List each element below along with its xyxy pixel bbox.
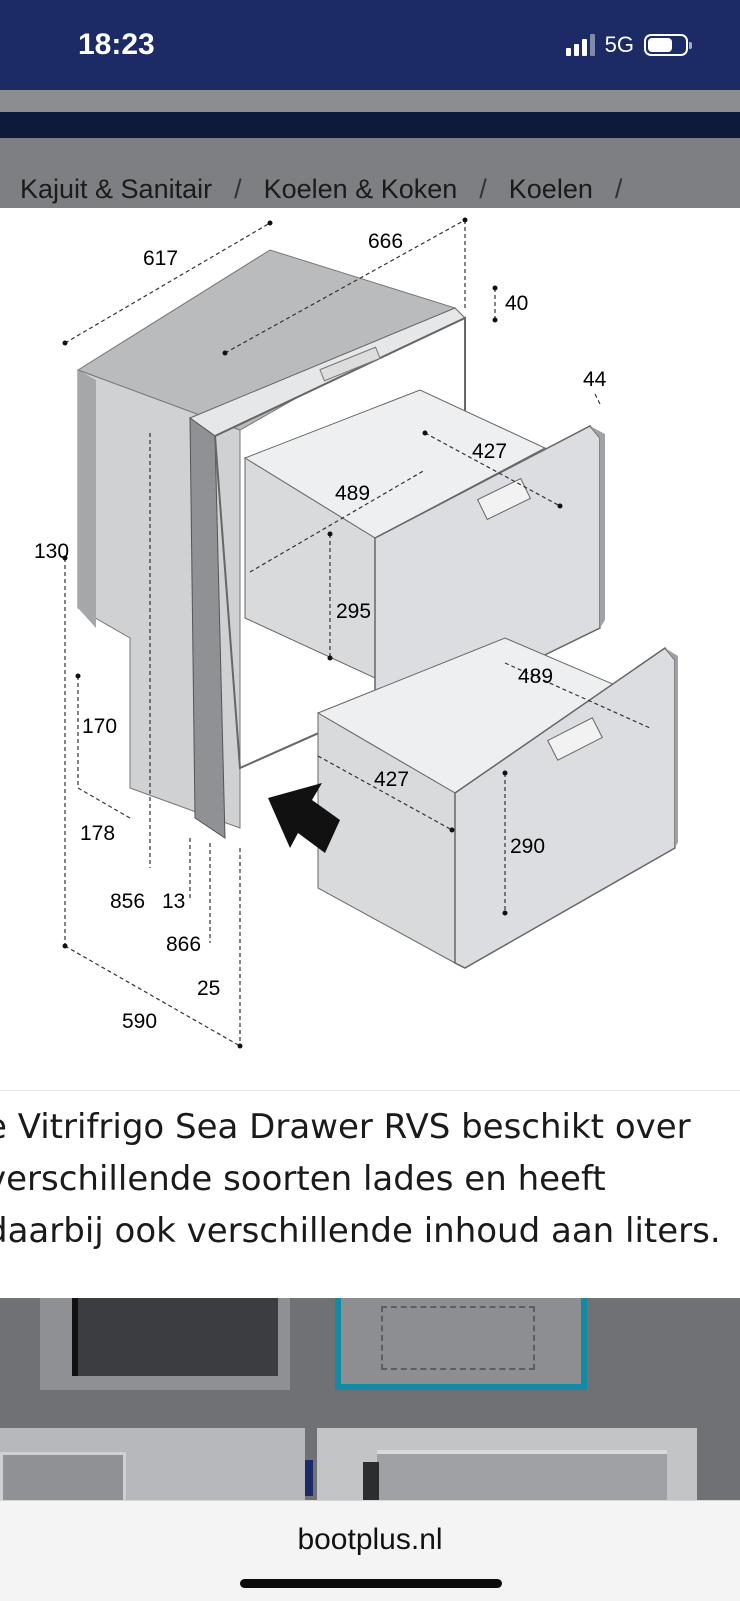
fridge-drawer-diagram-svg: 617 666 40 44 427 489 130 295 489 170 42… [34, 217, 678, 1049]
network-type: 5G [604, 32, 634, 57]
thumbnail-open-drawer[interactable] [0, 1428, 305, 1500]
product-dimension-diagram[interactable]: 617 666 40 44 427 489 130 295 489 170 42… [0, 208, 740, 1090]
dim-label-13: 13 [162, 890, 185, 913]
dim-label-178: 178 [80, 822, 115, 845]
dim-label-130: 130 [34, 540, 69, 563]
brand-mark [305, 1460, 313, 1496]
dim-label-666: 666 [368, 230, 403, 253]
dim-label-856: 856 [110, 890, 145, 913]
dim-label-617: 617 [143, 247, 178, 270]
breadcrumb-separator: / [614, 174, 623, 204]
browser-url-bar[interactable]: bootplus.nl [0, 1500, 740, 1601]
header-gray-band [0, 90, 740, 112]
breadcrumb: Kajuit & Sanitair / Koelen & Koken / Koelen / [0, 138, 740, 208]
dim-label-489-top: 489 [335, 482, 370, 505]
dim-label-295: 295 [336, 600, 371, 623]
status-icons: 5G [565, 32, 692, 58]
description-line-2: verschillende soorten lades en heeft [0, 1159, 606, 1199]
description-line-1: e Vitrifrigo Sea Drawer RVS beschikt ove… [0, 1107, 691, 1147]
dim-label-25: 25 [197, 977, 220, 1000]
home-indicator[interactable] [240, 1579, 502, 1588]
signal-icon [565, 34, 595, 56]
dim-label-489-bottom: 489 [518, 665, 553, 688]
dim-label-590: 590 [122, 1010, 157, 1033]
dim-label-427-top: 427 [472, 440, 507, 463]
description-line-3: daarbij ook verschillende inhoud aan lit… [0, 1211, 721, 1251]
breadcrumb-separator: / [234, 174, 242, 204]
dim-label-44: 44 [583, 368, 607, 391]
breadcrumb-item-kajuit-sanitair[interactable]: Kajuit & Sanitair [20, 174, 213, 204]
thumbnail-steel-front[interactable] [317, 1428, 697, 1500]
breadcrumb-item-koelen-koken[interactable]: Koelen & Koken [263, 174, 458, 204]
dim-label-427-bottom: 427 [374, 768, 409, 791]
thumbnail-front-view[interactable] [40, 1298, 290, 1390]
url-text[interactable]: bootplus.nl [297, 1523, 443, 1556]
breadcrumb-separator: / [479, 174, 487, 204]
product-description: e Vitrifrigo Sea Drawer RVS beschikt ove… [0, 1090, 740, 1299]
status-time: 18:23 [78, 28, 155, 61]
breadcrumb-item-koelen[interactable]: Koelen [508, 174, 593, 204]
status-bar: 18:23 5G [0, 0, 740, 90]
battery-icon [644, 34, 692, 56]
dim-label-866: 866 [166, 933, 201, 956]
dim-label-40: 40 [505, 292, 528, 315]
site-nav-band [0, 112, 740, 138]
product-thumbnail-grid [0, 1298, 740, 1500]
thumbnail-dimension-view-selected[interactable] [335, 1298, 587, 1390]
dim-label-170: 170 [82, 715, 117, 738]
dim-label-290: 290 [510, 835, 545, 858]
